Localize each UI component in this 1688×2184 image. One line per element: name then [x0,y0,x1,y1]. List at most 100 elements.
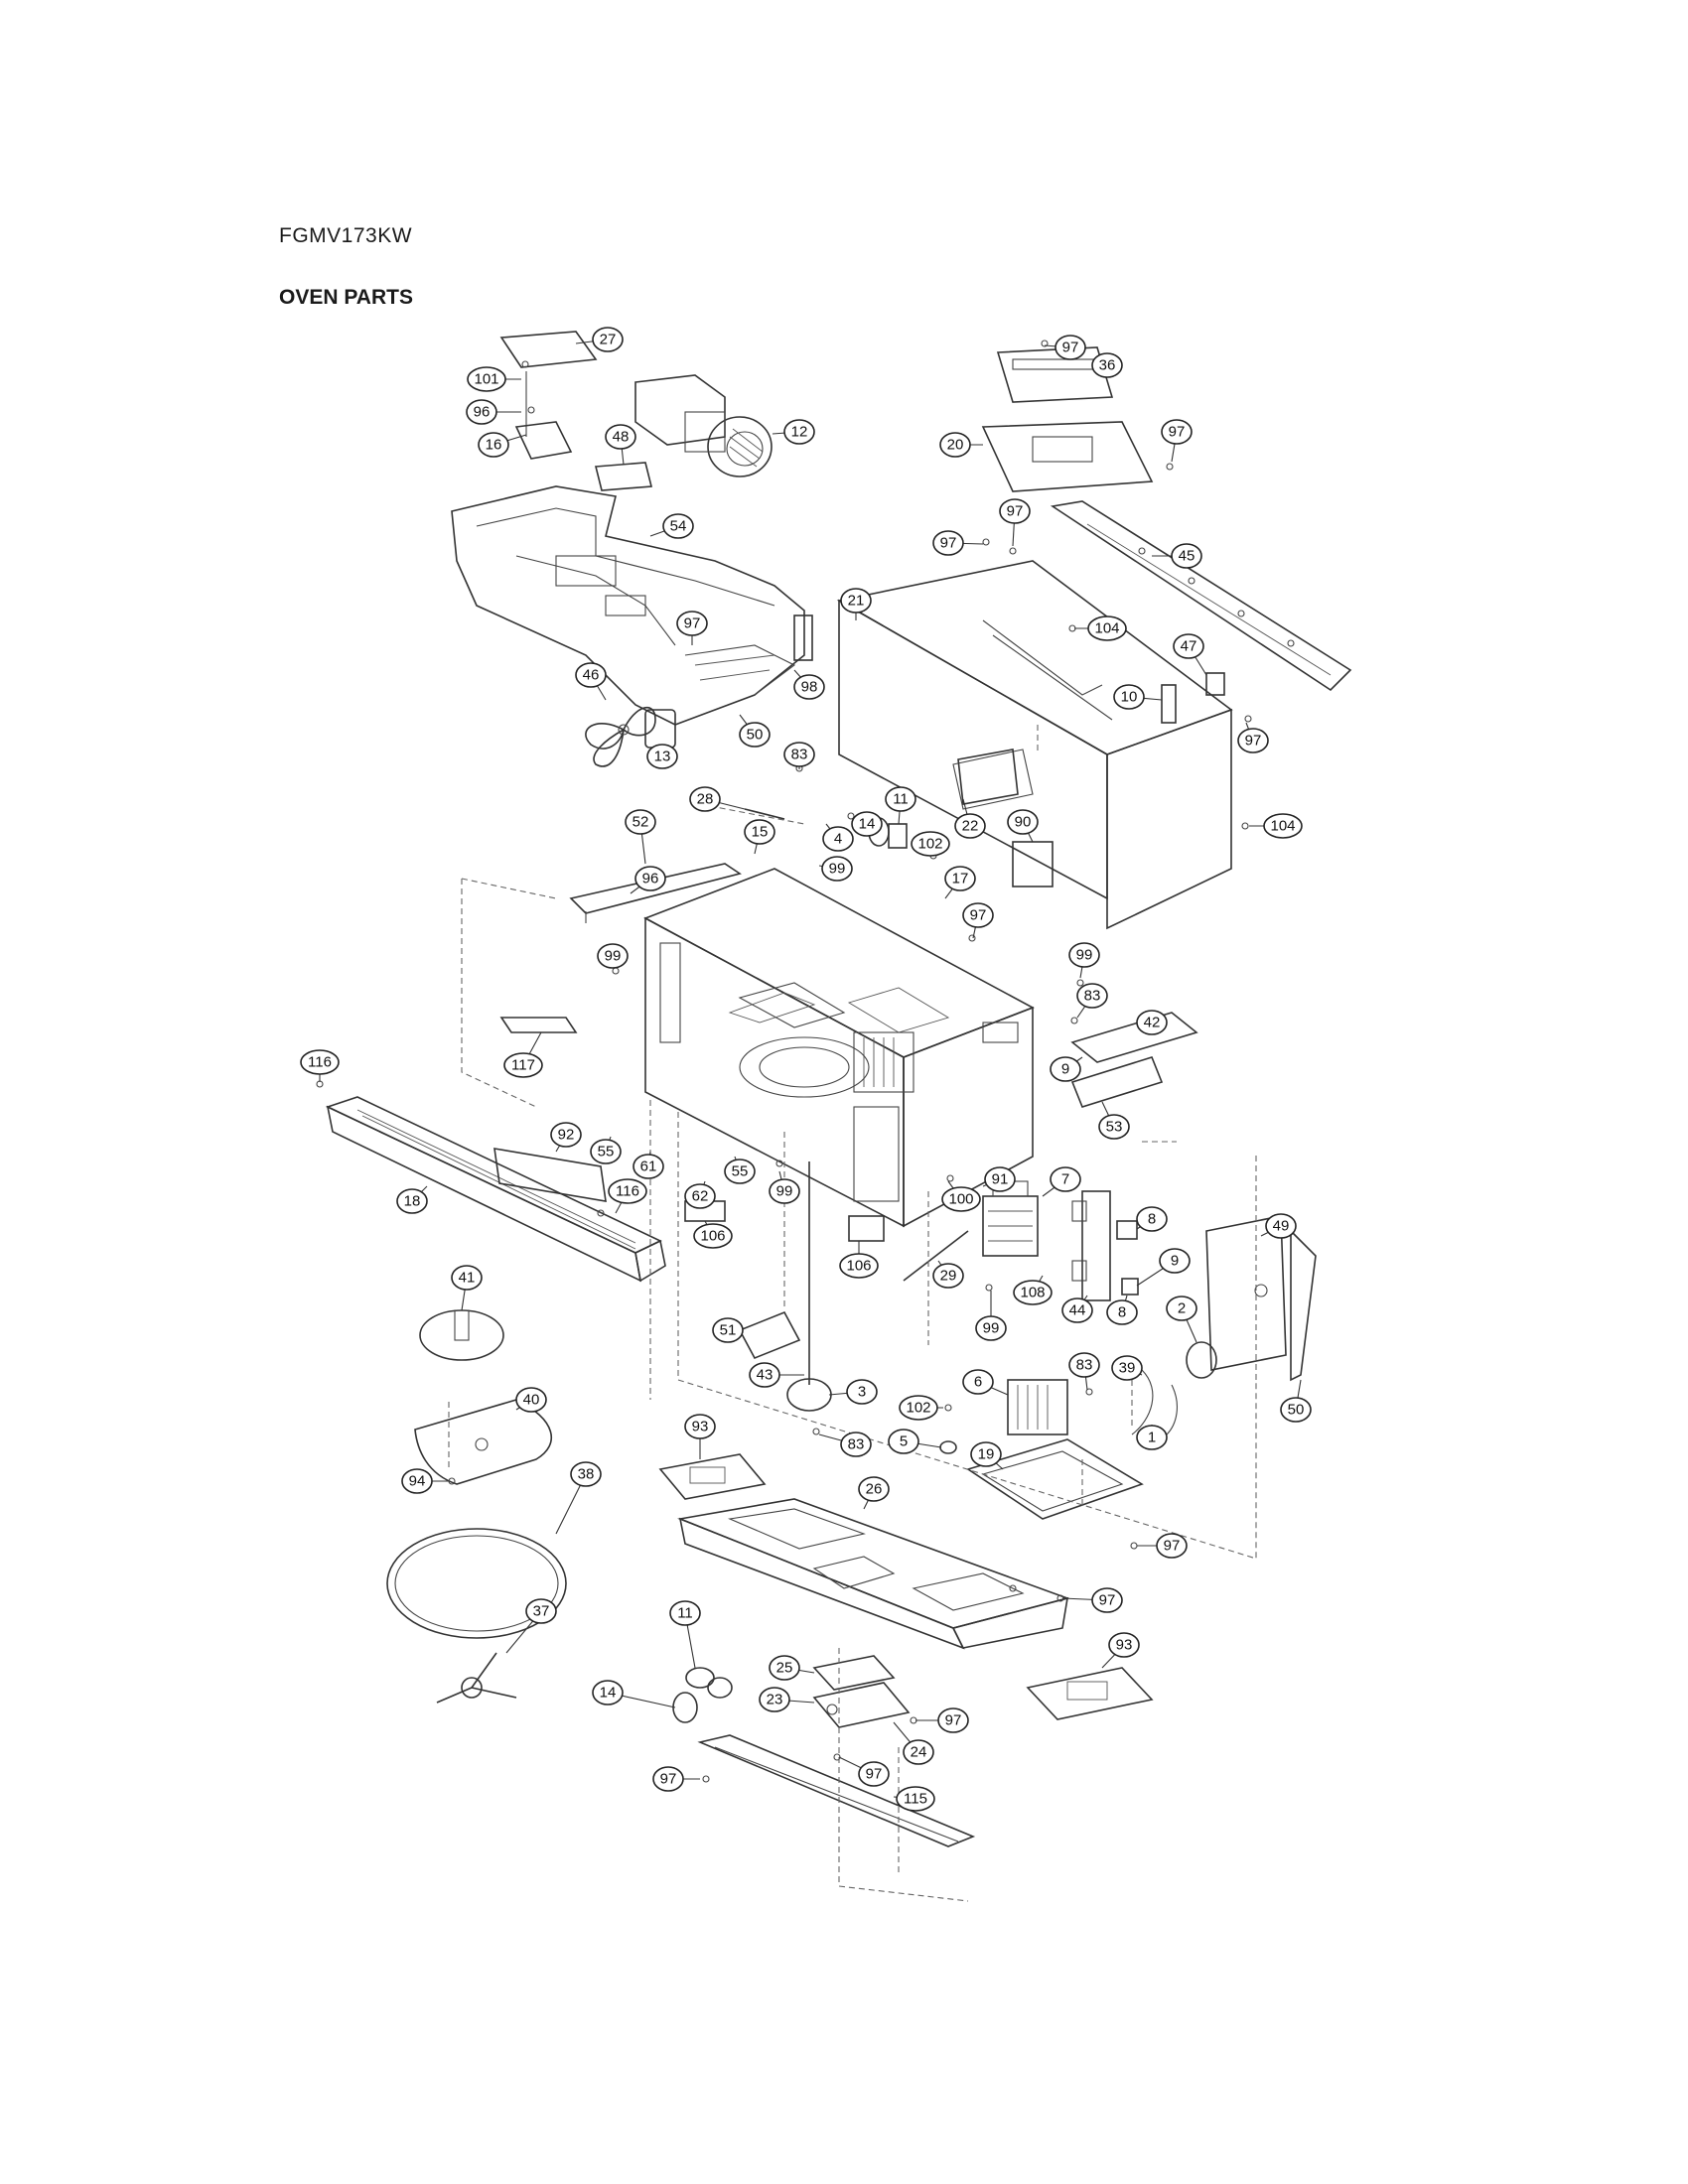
callout-50b: 50 [1280,1379,1312,1423]
callout-number: 11 [893,791,909,808]
callout-bubble [1136,1010,1168,1035]
callout-number: 96 [642,871,659,887]
callout-20: 20 [939,432,983,458]
callout-23: 23 [759,1687,815,1712]
callout-bubble [975,1315,1007,1341]
callout-39: 39 [1111,1355,1143,1381]
callout-number: 104 [1094,620,1119,637]
callout-bubble [851,811,883,837]
callout-number: 51 [720,1322,737,1339]
callout-97h: 97 [1044,335,1086,360]
part-2-capacitor [1186,1341,1217,1379]
callout-104b: 104 [1249,813,1303,839]
callout-bubble [941,1186,981,1212]
callout-bubble [769,1655,800,1681]
callout-bubble [676,611,708,636]
callout-bubble [597,943,629,969]
callout-101: 101 [467,366,521,392]
callout-bubble [937,1707,969,1733]
callout-number: 41 [459,1270,476,1287]
callout-bubble [744,819,775,845]
part-22-label [957,749,1019,805]
callout-number: 116 [616,1183,639,1200]
model-number: FGMV173KW [279,224,413,247]
callout-26: 26 [858,1476,890,1510]
callout-number: 13 [654,749,671,765]
callout-number: 83 [1084,988,1101,1005]
callout-bubble [300,1049,340,1075]
callout-11a: 11 [885,786,916,825]
callout-bubble [1136,1425,1168,1450]
callout-bubble [1108,1632,1140,1658]
callout-bubble [689,786,721,812]
callout-bubble [570,1461,602,1487]
callout-number: 8 [1148,1211,1156,1228]
callout-number: 36 [1099,357,1116,374]
callout-bubble [759,1687,790,1712]
callout-17: 17 [944,866,976,899]
callout-14a: 14 [851,811,883,837]
callout-62: 62 [684,1180,716,1209]
callout-bubble [1166,1296,1197,1321]
callout-bubble [1280,1397,1312,1423]
callout-36: 36 [1091,352,1123,378]
callout-number: 16 [486,437,502,454]
callout-number: 9 [1171,1253,1179,1270]
callout-number: 1 [1148,1430,1156,1446]
callout-bubble [846,1379,878,1405]
callout-bubble [793,674,825,700]
part-90-label [1012,841,1054,887]
callout-9b: 9 [1136,1248,1191,1287]
callout-bubble [749,1362,780,1388]
callout-number: 106 [700,1228,725,1245]
part-54-duct [451,485,813,726]
callout-bubble [515,1387,547,1413]
callout-55a: 55 [590,1136,622,1164]
callout-102b: 102 [899,1395,943,1421]
callout-bubble [652,1766,684,1792]
callout-40: 40 [515,1387,547,1413]
callout-number: 48 [613,429,630,446]
callout-45: 45 [1152,543,1202,569]
callout-bubble [1091,1587,1123,1613]
callout-number: 93 [1116,1637,1133,1654]
part-93a-grill [658,1453,767,1500]
callout-94: 94 [401,1468,449,1494]
callout-bubble [592,1680,624,1706]
callout-number: 99 [829,861,846,878]
callout-bubble [885,786,916,812]
callout-number: 10 [1121,689,1138,706]
callout-99c: 99 [597,943,629,969]
callout-27: 27 [575,327,624,352]
callout-bubble [646,744,678,769]
callout-number: 40 [523,1392,540,1409]
part-21-cabinet [836,560,1233,930]
callout-number: 26 [866,1481,883,1498]
callout-41: 41 [451,1265,483,1311]
callout-12: 12 [772,419,815,445]
part-40-plate [414,1399,553,1485]
callout-10: 10 [1113,684,1163,710]
callout-bubble [669,1600,701,1626]
callout-bubble [1237,728,1269,753]
callout-52: 52 [625,809,656,865]
callout-47: 47 [1173,633,1207,676]
callout-number: 14 [859,816,876,833]
callout-number: 38 [578,1466,595,1483]
callout-104a: 104 [1074,615,1127,641]
callout-bubble [970,1441,1002,1467]
callout-48: 48 [605,424,636,466]
part-41-support [419,1309,504,1361]
callout-102a: 102 [911,831,950,857]
part-92-filter [493,1148,607,1202]
callout-bubble [840,588,872,614]
callout-50a: 50 [739,714,771,748]
callout-number: 97 [1099,1592,1116,1609]
callout-number: 99 [1076,947,1093,964]
callout-number: 14 [600,1685,617,1702]
callout-106a: 106 [693,1220,733,1249]
callout-number: 55 [732,1163,749,1180]
part-50-strip [1290,1229,1317,1382]
callout-bubble [1106,1299,1138,1325]
